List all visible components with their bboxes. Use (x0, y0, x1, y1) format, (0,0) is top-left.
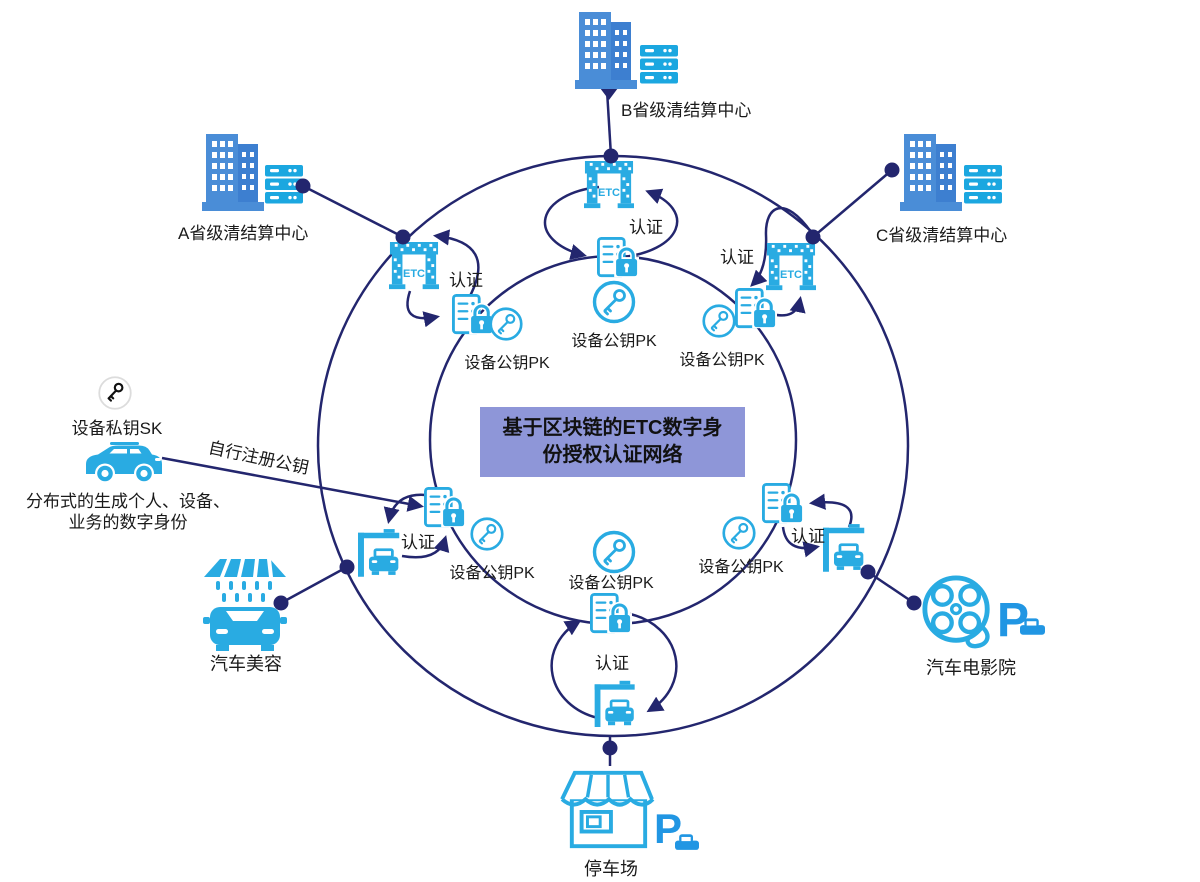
arrow-right-etc-to-server (750, 207, 813, 287)
line-b-center (605, 89, 613, 157)
label-cinema: 汽车电影院 (926, 658, 1016, 678)
gate-bottom-right-icon (823, 524, 865, 572)
arrow-left-server-to-etc (432, 229, 480, 297)
line-c-center (812, 169, 893, 238)
arrow-left-etc-to-server (406, 290, 440, 328)
label-distributed-line1: 分布式的生成个人、设备、 (26, 492, 230, 511)
connector-dot (860, 564, 876, 580)
connector-dot (395, 229, 411, 245)
etc-label-top: ETC (598, 187, 620, 199)
pk-label-right: 设备公钥PK (679, 352, 765, 369)
line-cinema (867, 570, 915, 605)
gate-bottom-left-icon (358, 529, 400, 577)
gate-bottom-center-icon (594, 680, 635, 727)
register-arrow (161, 456, 424, 512)
connector-dot (884, 162, 900, 178)
etc-label-right: ETC (780, 269, 802, 281)
flow-arrows (161, 185, 853, 720)
server-lock-bottom-center-icon (591, 594, 632, 633)
server-lock-bottom-left-icon (425, 488, 466, 527)
auth-label-bottom-right: 认证 (791, 527, 825, 546)
label-distributed-identity: 分布式的生成个人、设备、 业务的数字身份 (26, 491, 230, 533)
server-lock-left-icon (453, 295, 494, 334)
etc-gantry-top-icon (584, 161, 634, 209)
suv-car-icon (86, 442, 162, 484)
arrow-bottom-server-to-gate (629, 612, 678, 713)
label-b-center: B省级清结算中心 (621, 101, 752, 120)
label-parking: 停车场 (584, 859, 638, 879)
cinema-p-letter: P (997, 594, 1029, 647)
connector-dot (295, 178, 311, 194)
cinema-reel-icon (925, 578, 988, 646)
building-b-icon (575, 12, 637, 89)
public-key-bottom-right-icon (722, 516, 756, 550)
building-a-icon (202, 134, 264, 211)
arrow-top-server-to-etc (621, 188, 679, 259)
connector-dot (602, 740, 618, 756)
label-private-key: 设备私钥SK (71, 419, 163, 438)
pk-label-bottom-center: 设备公钥PK (568, 575, 654, 592)
server-lock-top-icon (598, 238, 639, 277)
line-a-center (302, 184, 404, 239)
private-key-icon (98, 376, 132, 410)
server-lock-right-icon (736, 289, 777, 328)
public-key-right-icon (702, 304, 736, 338)
servers-b-icon (640, 45, 678, 84)
arrow-bottom-gate-to-server (550, 619, 599, 720)
connector-dot (603, 148, 619, 164)
connector-dot (273, 595, 289, 611)
pk-label-bottom-right: 设备公钥PK (698, 559, 784, 576)
center-title-line2: 份授权认证网络 (542, 444, 683, 466)
line-carwash (280, 565, 348, 605)
pk-label-left: 设备公钥PK (464, 355, 550, 372)
arrow-br-gate-to-server (808, 493, 853, 528)
center-title-box: 基于区块链的ETC数字身 份授权认证网络 (480, 407, 745, 477)
auth-label-bottom-center: 认证 (595, 654, 629, 673)
auth-label-left: 认证 (449, 271, 483, 290)
public-key-top-center-icon (592, 280, 636, 324)
connector-dot (906, 595, 922, 611)
etc-label-left: ETC (403, 268, 425, 280)
label-distributed-line2: 业务的数字身份 (68, 513, 188, 532)
etc-gantry-left-icon (389, 242, 439, 290)
center-title-line1: 基于区块链的ETC数字身 (502, 417, 723, 439)
arrow-br-server-to-gate (781, 526, 820, 558)
public-key-bottom-left-icon (470, 517, 504, 551)
arrow-top-etc-to-server (543, 185, 600, 260)
servers-c-icon (964, 165, 1002, 204)
building-c-icon (900, 134, 962, 211)
connector-lines (280, 89, 915, 766)
label-carwash: 汽车美容 (210, 654, 282, 674)
label-a-center: A省级清结算中心 (178, 224, 309, 243)
etc-gantry-right-icon (766, 243, 816, 291)
server-lock-bottom-right-icon (763, 484, 804, 523)
pk-label-bottom-left: 设备公钥PK (449, 565, 535, 582)
b-line-anchor (600, 88, 618, 100)
storefront-icon (560, 770, 655, 849)
auth-label-bottom-left: 认证 (401, 533, 435, 552)
connector-dot (805, 229, 821, 245)
public-key-left-icon (489, 307, 523, 341)
auth-label-right: 认证 (720, 248, 754, 267)
auth-label-top: 认证 (629, 218, 663, 237)
public-key-bottom-center-icon (592, 530, 636, 574)
label-c-center: C省级清结算中心 (876, 226, 1008, 245)
arrow-bl-gate-to-server (401, 535, 450, 559)
pk-label-top-center: 设备公钥PK (571, 333, 657, 350)
connector-dot (339, 559, 355, 575)
junction-dots (273, 148, 922, 756)
